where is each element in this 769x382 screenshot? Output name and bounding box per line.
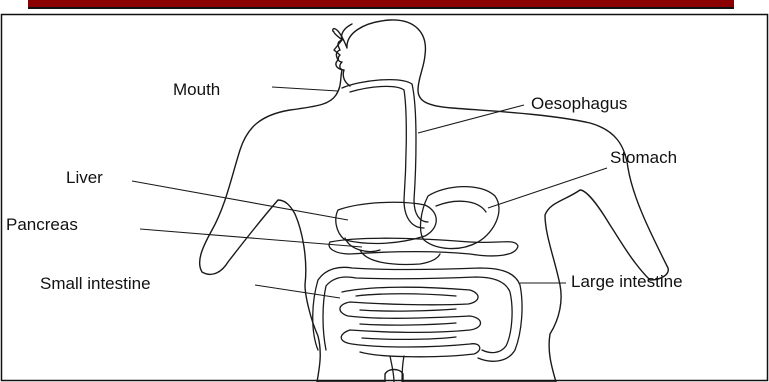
oesophagus-outline xyxy=(342,80,428,222)
label-small-intestine: Small intestine xyxy=(40,274,151,293)
header-bar xyxy=(28,0,734,7)
stomach-leader-line xyxy=(488,168,607,208)
stomach-inner xyxy=(436,201,486,212)
liver-leader-line xyxy=(132,181,348,220)
label-stomach: Stomach xyxy=(610,148,677,167)
header-underline xyxy=(28,7,734,9)
small-intestine-shape xyxy=(340,287,481,357)
small-intestine-leader-line xyxy=(255,285,340,298)
body-outline xyxy=(200,20,669,382)
liver-lobe xyxy=(345,238,380,252)
rectum-shape xyxy=(390,356,404,382)
label-large-intestine: Large intestine xyxy=(571,272,683,291)
label-mouth: Mouth xyxy=(173,80,220,99)
label-pancreas: Pancreas xyxy=(6,215,78,234)
mouth-leader-line xyxy=(272,87,338,91)
oesophagus-inner xyxy=(350,86,424,228)
label-liver: Liver xyxy=(66,168,103,187)
label-oesophagus: Oesophagus xyxy=(531,94,627,113)
